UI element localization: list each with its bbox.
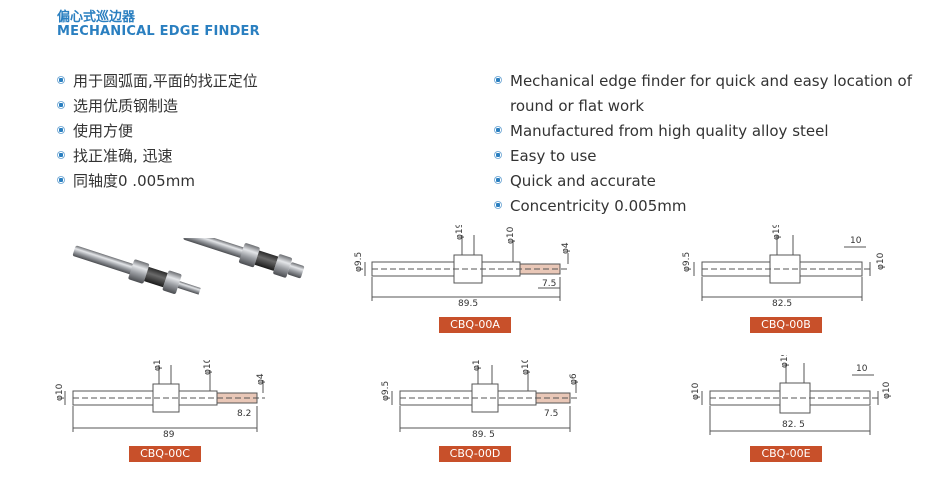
svg-text:8.2: 8.2 — [237, 409, 251, 419]
bullet-icon — [494, 126, 502, 134]
drawing-cbq-00c: φ10 φ11 φ10 φ4 8.2 89 — [55, 360, 266, 440]
feature-item-cn: 同轴度0 .005mm — [57, 169, 258, 194]
svg-text:φ19: φ19 — [780, 355, 790, 368]
feature-item-en: Quick and accurate — [494, 169, 914, 194]
svg-text:7.5: 7.5 — [542, 279, 556, 289]
feature-item-en: Mechanical edge finder for quick and eas… — [494, 69, 914, 119]
model-label-cbq-00c: CBQ-00C — [129, 446, 201, 462]
bullet-icon — [494, 201, 502, 209]
model-label-cbq-00e: CBQ-00E — [750, 446, 822, 462]
page-title-cn: 偏心式巡边器 — [57, 10, 136, 25]
svg-text:φ9.5: φ9.5 — [682, 252, 692, 272]
svg-text:φ11: φ11 — [153, 360, 163, 371]
product-photo — [72, 238, 305, 295]
svg-text:82.5: 82.5 — [772, 299, 792, 309]
svg-text:φ10: φ10 — [521, 360, 531, 375]
svg-text:φ10: φ10 — [506, 226, 516, 244]
svg-text:89. 5: 89. 5 — [472, 430, 495, 440]
svg-text:φ10: φ10 — [876, 252, 886, 270]
svg-text:φ9.5: φ9.5 — [354, 252, 364, 272]
svg-text:φ19: φ19 — [455, 225, 465, 240]
edge-finder-right — [183, 238, 305, 279]
bullet-icon — [57, 76, 65, 84]
bullet-icon — [57, 176, 65, 184]
feature-item-en: Concentricity 0.005mm — [494, 194, 914, 219]
drawing-cbq-00d: φ9.5 φ19 φ10 φ6 7.5 89. 5 — [381, 360, 579, 440]
drawing-cbq-00e: φ10 φ19 10 φ10 82. 5 — [691, 355, 892, 435]
svg-text:φ10: φ10 — [691, 382, 701, 400]
feature-item-cn: 选用优质钢制造 — [57, 94, 258, 119]
bullet-icon — [57, 101, 65, 109]
feature-item-cn: 找正准确, 迅速 — [57, 144, 258, 169]
model-label-cbq-00d: CBQ-00D — [439, 446, 511, 462]
svg-text:10: 10 — [856, 364, 868, 374]
svg-text:φ10: φ10 — [55, 383, 65, 401]
svg-text:82. 5: 82. 5 — [782, 420, 805, 430]
svg-text:φ19: φ19 — [772, 225, 782, 240]
svg-text:89.5: 89.5 — [458, 299, 478, 309]
model-label-cbq-00a: CBQ-00A — [439, 317, 511, 333]
svg-text:7.5: 7.5 — [544, 409, 558, 419]
feature-item-cn: 用于圆弧面,平面的找正定位 — [57, 69, 258, 94]
page-title-en: MECHANICAL EDGE FINDER — [57, 24, 260, 39]
svg-text:φ10: φ10 — [203, 360, 213, 375]
feature-list-cn: 用于圆弧面,平面的找正定位 选用优质钢制造 使用方便 找正准确, 迅速 同轴度0… — [57, 69, 258, 194]
edge-finder-left — [72, 245, 201, 295]
svg-text:φ4: φ4 — [561, 242, 571, 254]
bullet-icon — [494, 151, 502, 159]
bullet-icon — [57, 151, 65, 159]
bullet-icon — [57, 126, 65, 134]
svg-text:φ19: φ19 — [472, 360, 482, 371]
drawing-cbq-00b: φ9.5 φ19 10 φ10 82.5 — [682, 225, 886, 309]
svg-text:φ6: φ6 — [569, 373, 579, 385]
feature-item-en: Manufactured from high quality alloy ste… — [494, 119, 914, 144]
feature-item-cn: 使用方便 — [57, 119, 258, 144]
svg-text:φ10: φ10 — [882, 381, 892, 399]
svg-text:89: 89 — [163, 430, 175, 440]
model-label-cbq-00b: CBQ-00B — [750, 317, 822, 333]
drawing-cbq-00a: φ9.5 φ19 φ10 φ4 7.5 89.5 — [354, 225, 571, 309]
bullet-icon — [494, 76, 502, 84]
svg-text:φ4: φ4 — [256, 373, 266, 385]
feature-list-en: Mechanical edge finder for quick and eas… — [494, 69, 914, 219]
feature-item-en: Easy to use — [494, 144, 914, 169]
bullet-icon — [494, 176, 502, 184]
svg-text:φ9.5: φ9.5 — [381, 381, 391, 401]
svg-text:10: 10 — [850, 236, 862, 246]
